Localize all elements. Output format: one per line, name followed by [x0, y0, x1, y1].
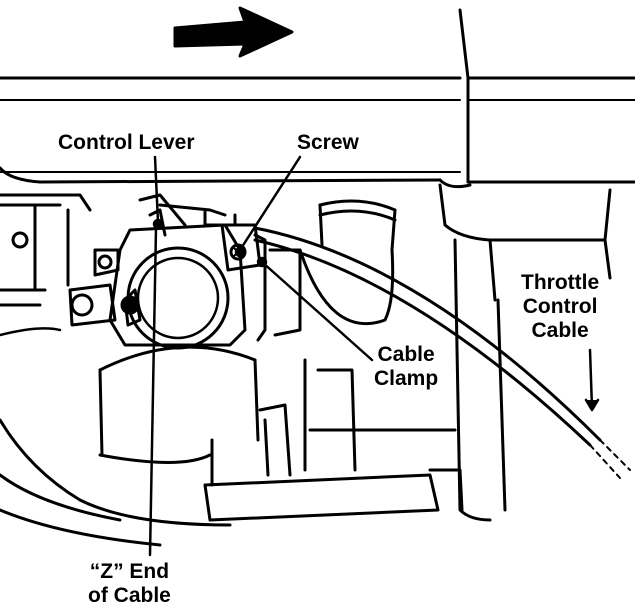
- throttle-control-cable: [0, 226, 631, 479]
- leader-control-lever: [153, 155, 160, 224]
- right-arrow-icon: [173, 6, 294, 58]
- cable-clamp-label: Cable Clamp: [374, 343, 439, 390]
- mounting-plate: [0, 403, 464, 547]
- engine-block-left: [0, 193, 92, 307]
- float-bowl: [98, 345, 357, 472]
- air-cleaner: [298, 199, 397, 326]
- screw-label: Screw: [297, 131, 359, 154]
- carburetor-body: [68, 193, 302, 350]
- z-end-of-cable-label: “Z” End of Cable: [88, 560, 171, 607]
- leader-lines: [148, 155, 600, 557]
- leader-screw: [238, 155, 302, 252]
- engine-housing: [0, 8, 635, 522]
- leader-cable-clamp: [260, 260, 374, 362]
- leader-throttle-cable: [588, 348, 594, 410]
- throttle-control-cable-label: Throttle Control Cable: [521, 271, 600, 342]
- control-lever-label: Control Lever: [58, 131, 195, 154]
- leader-z-end: [148, 226, 158, 557]
